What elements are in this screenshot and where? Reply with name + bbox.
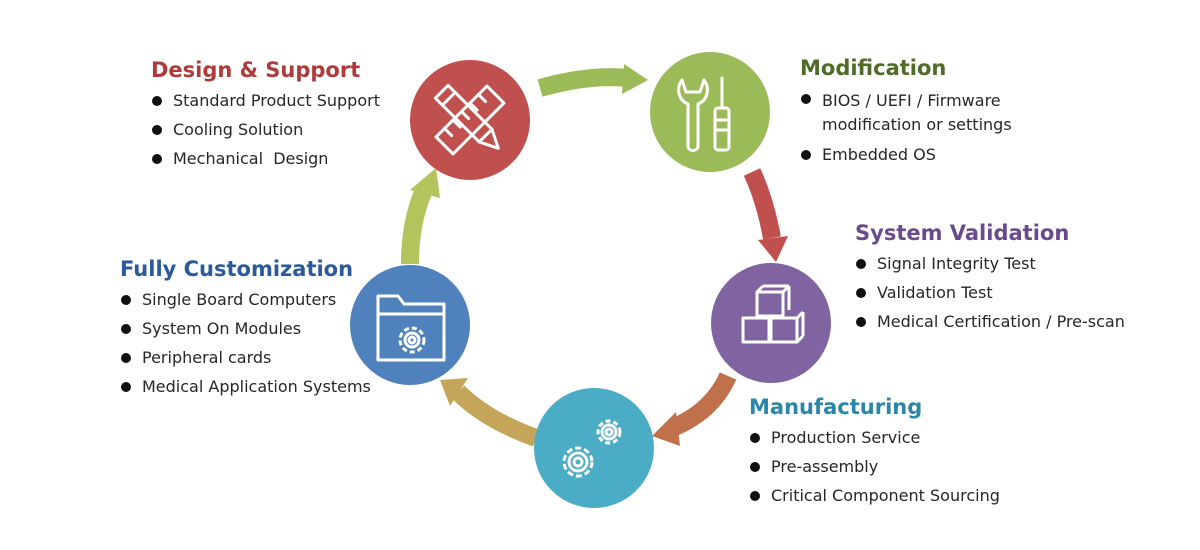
- manufacturing-node: [534, 388, 654, 508]
- design-support-title: Design & Support: [151, 58, 361, 82]
- list-item: Validation Test: [855, 283, 1175, 303]
- list-item: Signal Integrity Test: [855, 254, 1175, 274]
- arrow-modification-to-validation: [743, 168, 781, 240]
- system-validation-list: Signal Integrity Test Validation Test Me…: [855, 254, 1175, 332]
- arrow-validation-to-manufacturing: [668, 372, 737, 437]
- list-item: Cooling Solution: [151, 120, 411, 140]
- arrow-custom-to-design: [401, 186, 433, 265]
- cycle-arrows: [401, 64, 788, 447]
- arrow-head-manufacturing-to-custom: [440, 378, 468, 406]
- gears-icon: [562, 419, 622, 478]
- list-item: System On Modules: [120, 319, 390, 339]
- list-item: BIOS / UEFI / Firmware modification or s…: [800, 89, 1050, 137]
- modification-list: BIOS / UEFI / Firmware modification or s…: [800, 89, 1050, 165]
- arrow-head-validation-to-manufacturing: [652, 412, 680, 446]
- manufacturing-list: Production Service Pre-assembly Critical…: [749, 428, 1049, 506]
- fully-customization-title: Fully Customization: [120, 257, 354, 281]
- design-support-list: Standard Product Support Cooling Solutio…: [151, 91, 411, 169]
- manufacturing-title: Manufacturing: [749, 395, 923, 419]
- list-item: Medical Application Systems: [120, 377, 390, 397]
- pencil-ruler-icon: [433, 83, 506, 156]
- list-item: Mechanical Design: [151, 149, 411, 169]
- fully-customization-node: [350, 265, 470, 385]
- list-item: Production Service: [749, 428, 1049, 448]
- list-item: Standard Product Support: [151, 91, 411, 111]
- list-item: Pre-assembly: [749, 457, 1049, 477]
- list-item: Peripheral cards: [120, 348, 390, 368]
- modification-node: [650, 52, 770, 172]
- list-item: Medical Certification / Pre-scan: [855, 312, 1175, 332]
- arrow-head-design-to-modification: [622, 64, 648, 94]
- arrow-manufacturing-to-custom: [451, 385, 540, 447]
- modification-block: Modification BIOS / UEFI / Firmware modi…: [800, 55, 1050, 173]
- system-validation-block: System Validation Signal Integrity Test …: [855, 220, 1175, 341]
- list-item: Single Board Computers: [120, 290, 390, 310]
- fully-customization-block: Fully Customization Single Board Compute…: [120, 256, 390, 406]
- arrow-head-modification-to-validation: [758, 236, 788, 262]
- folder-gear-icon: [376, 294, 446, 362]
- list-item: Embedded OS: [800, 145, 1050, 165]
- modification-title: Modification: [800, 56, 947, 80]
- wrench-screwdriver-icon: [677, 76, 731, 152]
- system-validation-title: System Validation: [855, 221, 1070, 245]
- manufacturing-block: Manufacturing Production Service Pre-ass…: [749, 394, 1049, 515]
- fully-customization-list: Single Board Computers System On Modules…: [120, 290, 390, 397]
- design-support-node: [410, 60, 530, 180]
- system-validation-node: [711, 263, 831, 383]
- arrow-head-custom-to-design: [410, 168, 440, 198]
- arrow-design-to-modification: [537, 68, 629, 97]
- list-item: Critical Component Sourcing: [749, 486, 1049, 506]
- cubes-icon: [741, 284, 805, 344]
- design-support-block: Design & Support Standard Product Suppor…: [151, 57, 411, 178]
